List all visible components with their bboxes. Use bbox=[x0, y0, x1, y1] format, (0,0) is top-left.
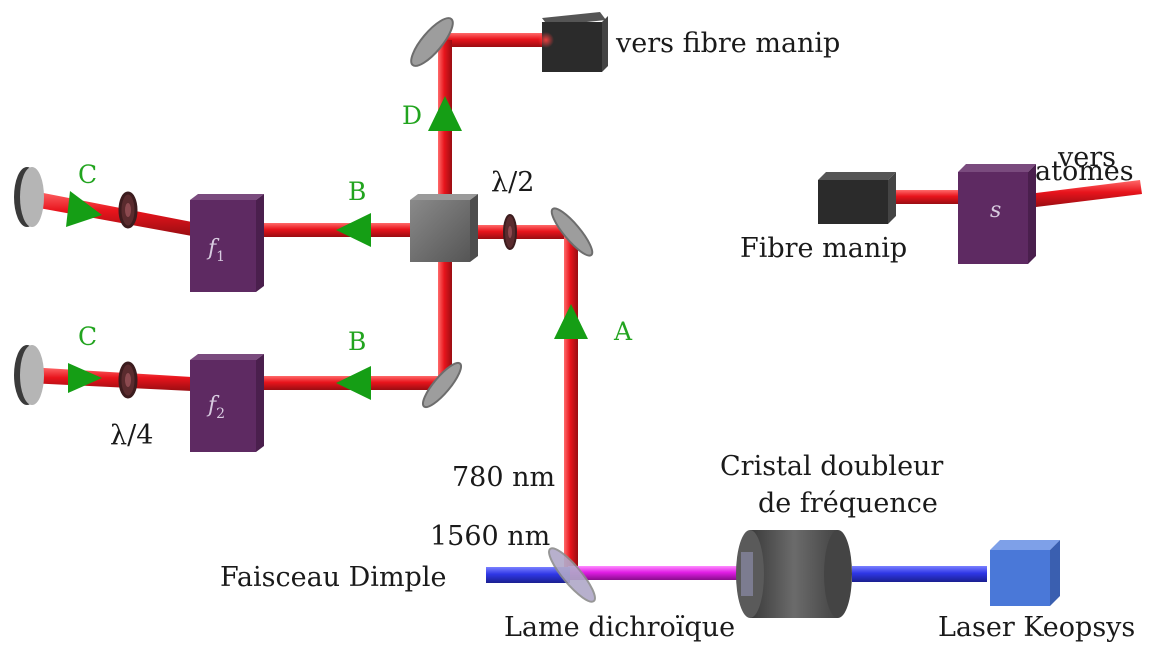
marker-b-upper-triangle bbox=[336, 213, 371, 247]
beam-red-atomes bbox=[1036, 180, 1142, 207]
faraday-box-f2: f2 bbox=[190, 354, 264, 452]
doubling-crystal bbox=[736, 530, 852, 618]
fibre-coupler-top bbox=[538, 12, 608, 72]
marker-a-triangle bbox=[554, 304, 588, 339]
fibre-manip-box bbox=[818, 172, 896, 224]
beam-red-fibre-s bbox=[893, 190, 963, 204]
label-vers-fibre-manip: vers fibre manip bbox=[615, 28, 840, 59]
retro-mirror-lower bbox=[14, 345, 44, 405]
beam-blue-dimple bbox=[486, 567, 570, 583]
s-box: s bbox=[958, 164, 1036, 264]
beam-red-top bbox=[438, 33, 548, 47]
label-faisceau-dimple: Faisceau Dimple bbox=[220, 562, 446, 593]
marker-a-label: A bbox=[613, 317, 633, 346]
beam-red-vertical-d bbox=[438, 40, 452, 225]
beam-red-to-mirror bbox=[470, 225, 570, 239]
label-vers: vers bbox=[1057, 142, 1116, 173]
label-1560nm: 1560 nm bbox=[430, 521, 550, 552]
marker-d-triangle bbox=[428, 96, 462, 131]
s-label: s bbox=[990, 198, 1001, 223]
quarter-wave-plate-lower bbox=[118, 361, 138, 399]
marker-b-lower-triangle bbox=[336, 366, 371, 400]
marker-b-upper-label: B bbox=[348, 177, 366, 206]
beam-red-vertical-down bbox=[438, 230, 452, 385]
beam-blue-laser bbox=[852, 566, 987, 582]
dichroic-mirror bbox=[548, 547, 596, 603]
label-lambda-half: λ/2 bbox=[491, 167, 534, 198]
marker-b-lower-label: B bbox=[348, 327, 366, 356]
mirror-top bbox=[410, 17, 454, 67]
polarizing-beam-splitter-cube bbox=[410, 194, 478, 262]
label-laser-keopsys: Laser Keopsys bbox=[938, 612, 1135, 643]
quarter-wave-plate-upper bbox=[118, 191, 138, 229]
beam-red-vertical-a bbox=[564, 230, 578, 570]
label-lame-dichroique: Lame dichroïque bbox=[504, 612, 735, 643]
half-wave-plate bbox=[503, 214, 517, 250]
marker-c-lower-triangle bbox=[68, 363, 102, 393]
label-cristal-line2: de fréquence bbox=[758, 488, 938, 519]
marker-d-label: D bbox=[402, 101, 422, 130]
label-atomes: atomes bbox=[1035, 156, 1134, 187]
label-lambda-quarter: λ/4 bbox=[110, 420, 153, 451]
retro-mirror-upper bbox=[14, 167, 44, 227]
label-780nm: 780 nm bbox=[452, 462, 555, 493]
beam-magenta bbox=[568, 566, 748, 580]
beam-red-c-upper bbox=[28, 190, 192, 236]
mirror-lower bbox=[421, 361, 463, 409]
marker-c-upper-triangle bbox=[66, 191, 102, 227]
marker-c-lower-label: C bbox=[78, 322, 97, 351]
label-fibre-manip: Fibre manip bbox=[740, 233, 907, 264]
laser-keopsys-box bbox=[990, 540, 1060, 606]
marker-c-upper-label: C bbox=[78, 160, 97, 189]
mirror-right bbox=[550, 207, 594, 257]
label-cristal-line1: Cristal doubleur bbox=[720, 451, 943, 482]
faraday-box-f1: f1 bbox=[190, 194, 264, 292]
beam-red-c-lower bbox=[28, 367, 192, 391]
